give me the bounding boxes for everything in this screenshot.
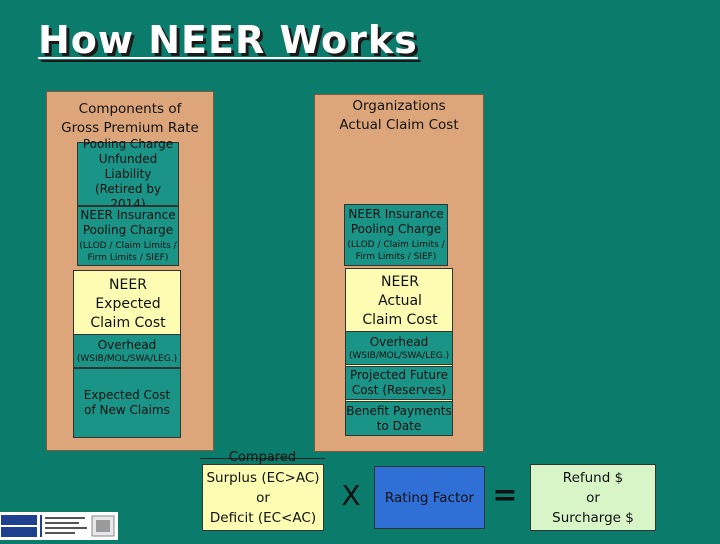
- right-insurance-line2: Pooling Charge: [350, 222, 442, 236]
- compared-divider: [200, 458, 325, 459]
- surplus-line2: or: [256, 489, 270, 506]
- left-insurance-line1: NEER Insurance: [80, 208, 176, 222]
- right-insurance-note1: (LLOD / Claim Limits /: [347, 240, 445, 250]
- wsib-logo: [0, 512, 118, 540]
- benefit-line1: Benefit Payments: [346, 403, 452, 418]
- equals-sign: =: [492, 478, 518, 513]
- projected-line2: Cost (Reserves): [351, 383, 447, 397]
- right-overhead-label: Overhead: [369, 334, 429, 349]
- box-pooling-charge-unfunded: Pooling Charge Unfunded Liability (Retir…: [77, 137, 179, 211]
- expected-claim-line1: NEER: [109, 277, 147, 293]
- refund-line1: Refund $: [562, 469, 624, 486]
- right-header-line2: Actual Claim Cost: [339, 117, 459, 133]
- refund-line2: or: [586, 489, 600, 506]
- surplus-line3: Deficit (EC<AC): [209, 509, 317, 526]
- left-header-line1: Components of: [78, 101, 182, 117]
- box-benefit-payments: Benefit Payments to Date: [345, 401, 453, 436]
- right-insurance-note2: Firm Limits / SIEF): [355, 252, 437, 262]
- actual-claim-line3: Claim Cost: [362, 312, 438, 328]
- left-overhead-note: (WSIB/MOL/SWA/LEG.): [76, 353, 178, 364]
- refund-line3: Surcharge $: [552, 509, 634, 526]
- left-header-line2: Gross Premium Rate: [61, 120, 199, 136]
- left-overhead-label: Overhead: [97, 337, 157, 352]
- box-refund-surcharge: Refund $ or Surcharge $: [530, 464, 656, 531]
- box-left-insurance-pooling: NEER Insurance Pooling Charge (LLOD / Cl…: [77, 206, 179, 266]
- actual-claim-line2: Actual: [378, 293, 422, 309]
- expected-claim-line3: Claim Cost: [90, 315, 166, 331]
- box-right-overhead: Overhead (WSIB/MOL/SWA/LEG.): [345, 331, 453, 365]
- surplus-line1: Surplus (EC>AC): [206, 469, 320, 486]
- expected-claim-line2: Expected: [95, 296, 161, 312]
- rating-factor-label: Rating Factor: [384, 489, 475, 506]
- right-actual-claim-label: NEER Actual Claim Cost: [345, 273, 455, 330]
- box-projected-future-cost: Projected Future Cost (Reserves): [345, 366, 453, 400]
- box-right-insurance-pooling: NEER Insurance Pooling Charge (LLOD / Cl…: [344, 204, 448, 266]
- right-overhead-note: (WSIB/MOL/SWA/LEG.): [348, 350, 450, 361]
- benefit-line2: to Date: [376, 418, 422, 433]
- box-left-overhead: Overhead (WSIB/MOL/SWA/LEG.): [73, 334, 181, 368]
- box-expected-cost-new-claims: Expected Cost of New Claims: [73, 368, 181, 438]
- pooling-unfunded-line2: Unfunded: [98, 151, 158, 166]
- page-title: How NEER Works: [38, 18, 418, 62]
- pooling-unfunded-line1: Pooling Charge: [82, 136, 174, 151]
- box-surplus-deficit: Surplus (EC>AC) or Deficit (EC<AC): [202, 464, 324, 531]
- compared-label: Compared: [228, 450, 297, 465]
- wsib-logo-mark: [1, 515, 115, 537]
- expected-new-line2: of New Claims: [84, 403, 170, 417]
- left-panel-header: Components of Gross Premium Rate: [47, 100, 213, 138]
- left-insurance-note1: (LLOD / Claim Limits /: [79, 241, 177, 251]
- left-expected-claim-label: NEER Expected Claim Cost: [73, 276, 183, 333]
- projected-line1: Projected Future: [349, 368, 449, 382]
- right-insurance-line1: NEER Insurance: [348, 207, 444, 221]
- pooling-unfunded-line3: Liability: [104, 166, 152, 181]
- actual-claim-line1: NEER: [381, 274, 419, 290]
- right-panel-header: Organizations Actual Claim Cost: [315, 97, 483, 135]
- multiply-sign: X: [341, 479, 361, 512]
- box-rating-factor: Rating Factor: [374, 466, 485, 529]
- expected-new-line1: Expected Cost: [83, 388, 171, 402]
- left-insurance-note2: Firm Limits / SIEF): [87, 253, 169, 263]
- left-insurance-line2: Pooling Charge: [82, 223, 174, 237]
- right-header-line1: Organizations: [352, 98, 446, 114]
